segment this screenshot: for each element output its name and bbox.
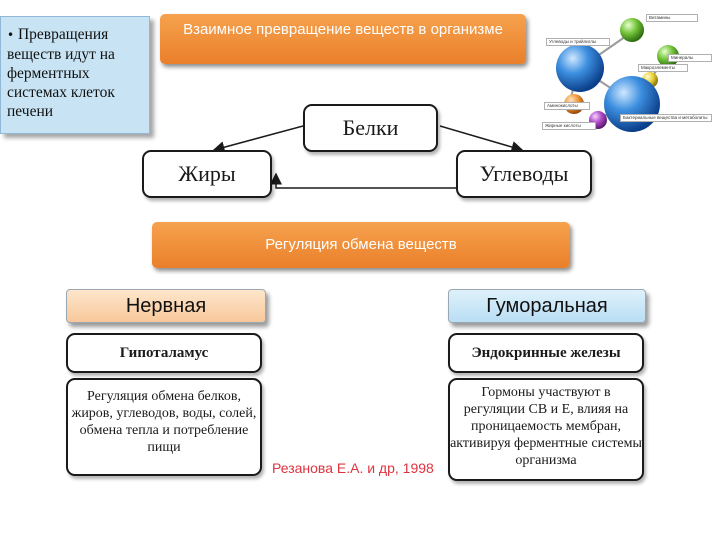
- illustration-label-vitamins: Витамины: [646, 14, 698, 22]
- note-bullet: •: [7, 28, 15, 42]
- note-text: Превращения веществ идут на ферментных с…: [7, 26, 115, 120]
- humoral-regulation-header: Гуморальная: [448, 289, 646, 323]
- illustration-label-bacterial: Бактериальные вещества и метаболиты: [620, 114, 712, 122]
- nutrient-molecule-illustration: Витамины Углеводы и трийлиглы Минералы М…: [540, 10, 712, 138]
- illustration-label-fatty-acids: Жирные кислоты: [542, 122, 596, 130]
- humoral-description: Гормоны участвуют в регуляции СВ и Е, вл…: [448, 378, 644, 481]
- node-proteins: Белки: [303, 104, 438, 152]
- arrow-proteins-to-fats: [212, 125, 304, 154]
- citation: Резанова Е.А. и др, 1998: [272, 460, 434, 476]
- nervous-description: Регуляция обмена белков, жиров, углеводо…: [66, 378, 262, 476]
- node-carbohydrates: Углеводы: [456, 150, 592, 198]
- regulation-banner: Регуляция обмена веществ: [152, 222, 570, 268]
- illustration-label-minerals: Минералы: [668, 54, 712, 62]
- hypothalamus-box: Гипоталамус: [66, 333, 262, 373]
- endocrine-glands-box: Эндокринные железы: [448, 333, 644, 373]
- liver-enzyme-note: • Превращения веществ идут на ферментных…: [0, 16, 150, 134]
- nervous-regulation-header: Нервная: [66, 289, 266, 323]
- node-fats: Жиры: [142, 150, 272, 198]
- conversion-banner: Взаимное превращение веществ в организме: [160, 14, 526, 64]
- arrow-carbohydrates-to-fats: [270, 172, 456, 189]
- arrow-proteins-to-carbohydrates: [439, 125, 524, 153]
- illustration-label-amino: Аминокислоты: [544, 102, 590, 110]
- illustration-label-macro: Макроэлементы: [638, 64, 688, 72]
- illustration-label-carbs: Углеводы и трийлиглы: [546, 38, 610, 46]
